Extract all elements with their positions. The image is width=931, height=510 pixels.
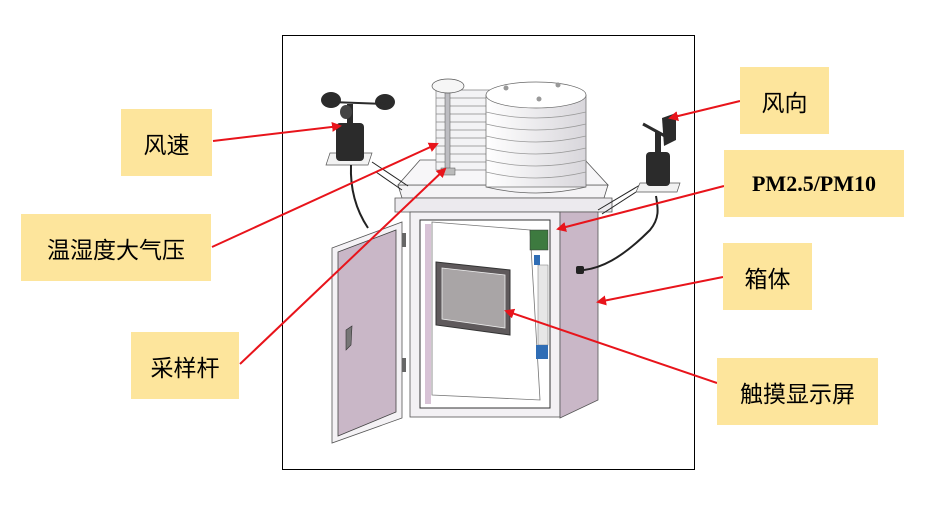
label-temp-humidity-pressure: 温湿度大气压 — [21, 214, 211, 281]
arrow-temp-humidity-pressure — [211, 142, 439, 248]
label-pm: PM2.5/PM10 — [724, 150, 904, 217]
sampling-rod-graphic — [431, 78, 465, 176]
label-wind-direction: 风向 — [740, 67, 829, 134]
arrow-wind-speed — [212, 121, 342, 142]
sensor-brackets — [371, 161, 641, 215]
arrow-wind-direction — [668, 100, 741, 121]
label-touch-screen: 触摸显示屏 — [717, 358, 878, 425]
wind-vane-graphic — [635, 113, 681, 193]
radiation-shield-small — [435, 89, 495, 171]
arrow-pm — [556, 185, 725, 232]
cabinet-door — [331, 221, 406, 444]
arrow-sampling-rod — [239, 167, 447, 365]
arrow-touch-screen — [504, 308, 718, 384]
label-wind-speed: 风速 — [121, 109, 212, 176]
label-enclosure: 箱体 — [723, 243, 812, 310]
radiation-shield-large — [485, 81, 587, 194]
leader-arrows — [211, 100, 741, 384]
label-sampling-rod: 采样杆 — [131, 332, 239, 399]
arrow-enclosure — [596, 276, 724, 306]
touch-screen-graphic — [435, 261, 511, 336]
anemometer-graphic — [321, 92, 395, 229]
